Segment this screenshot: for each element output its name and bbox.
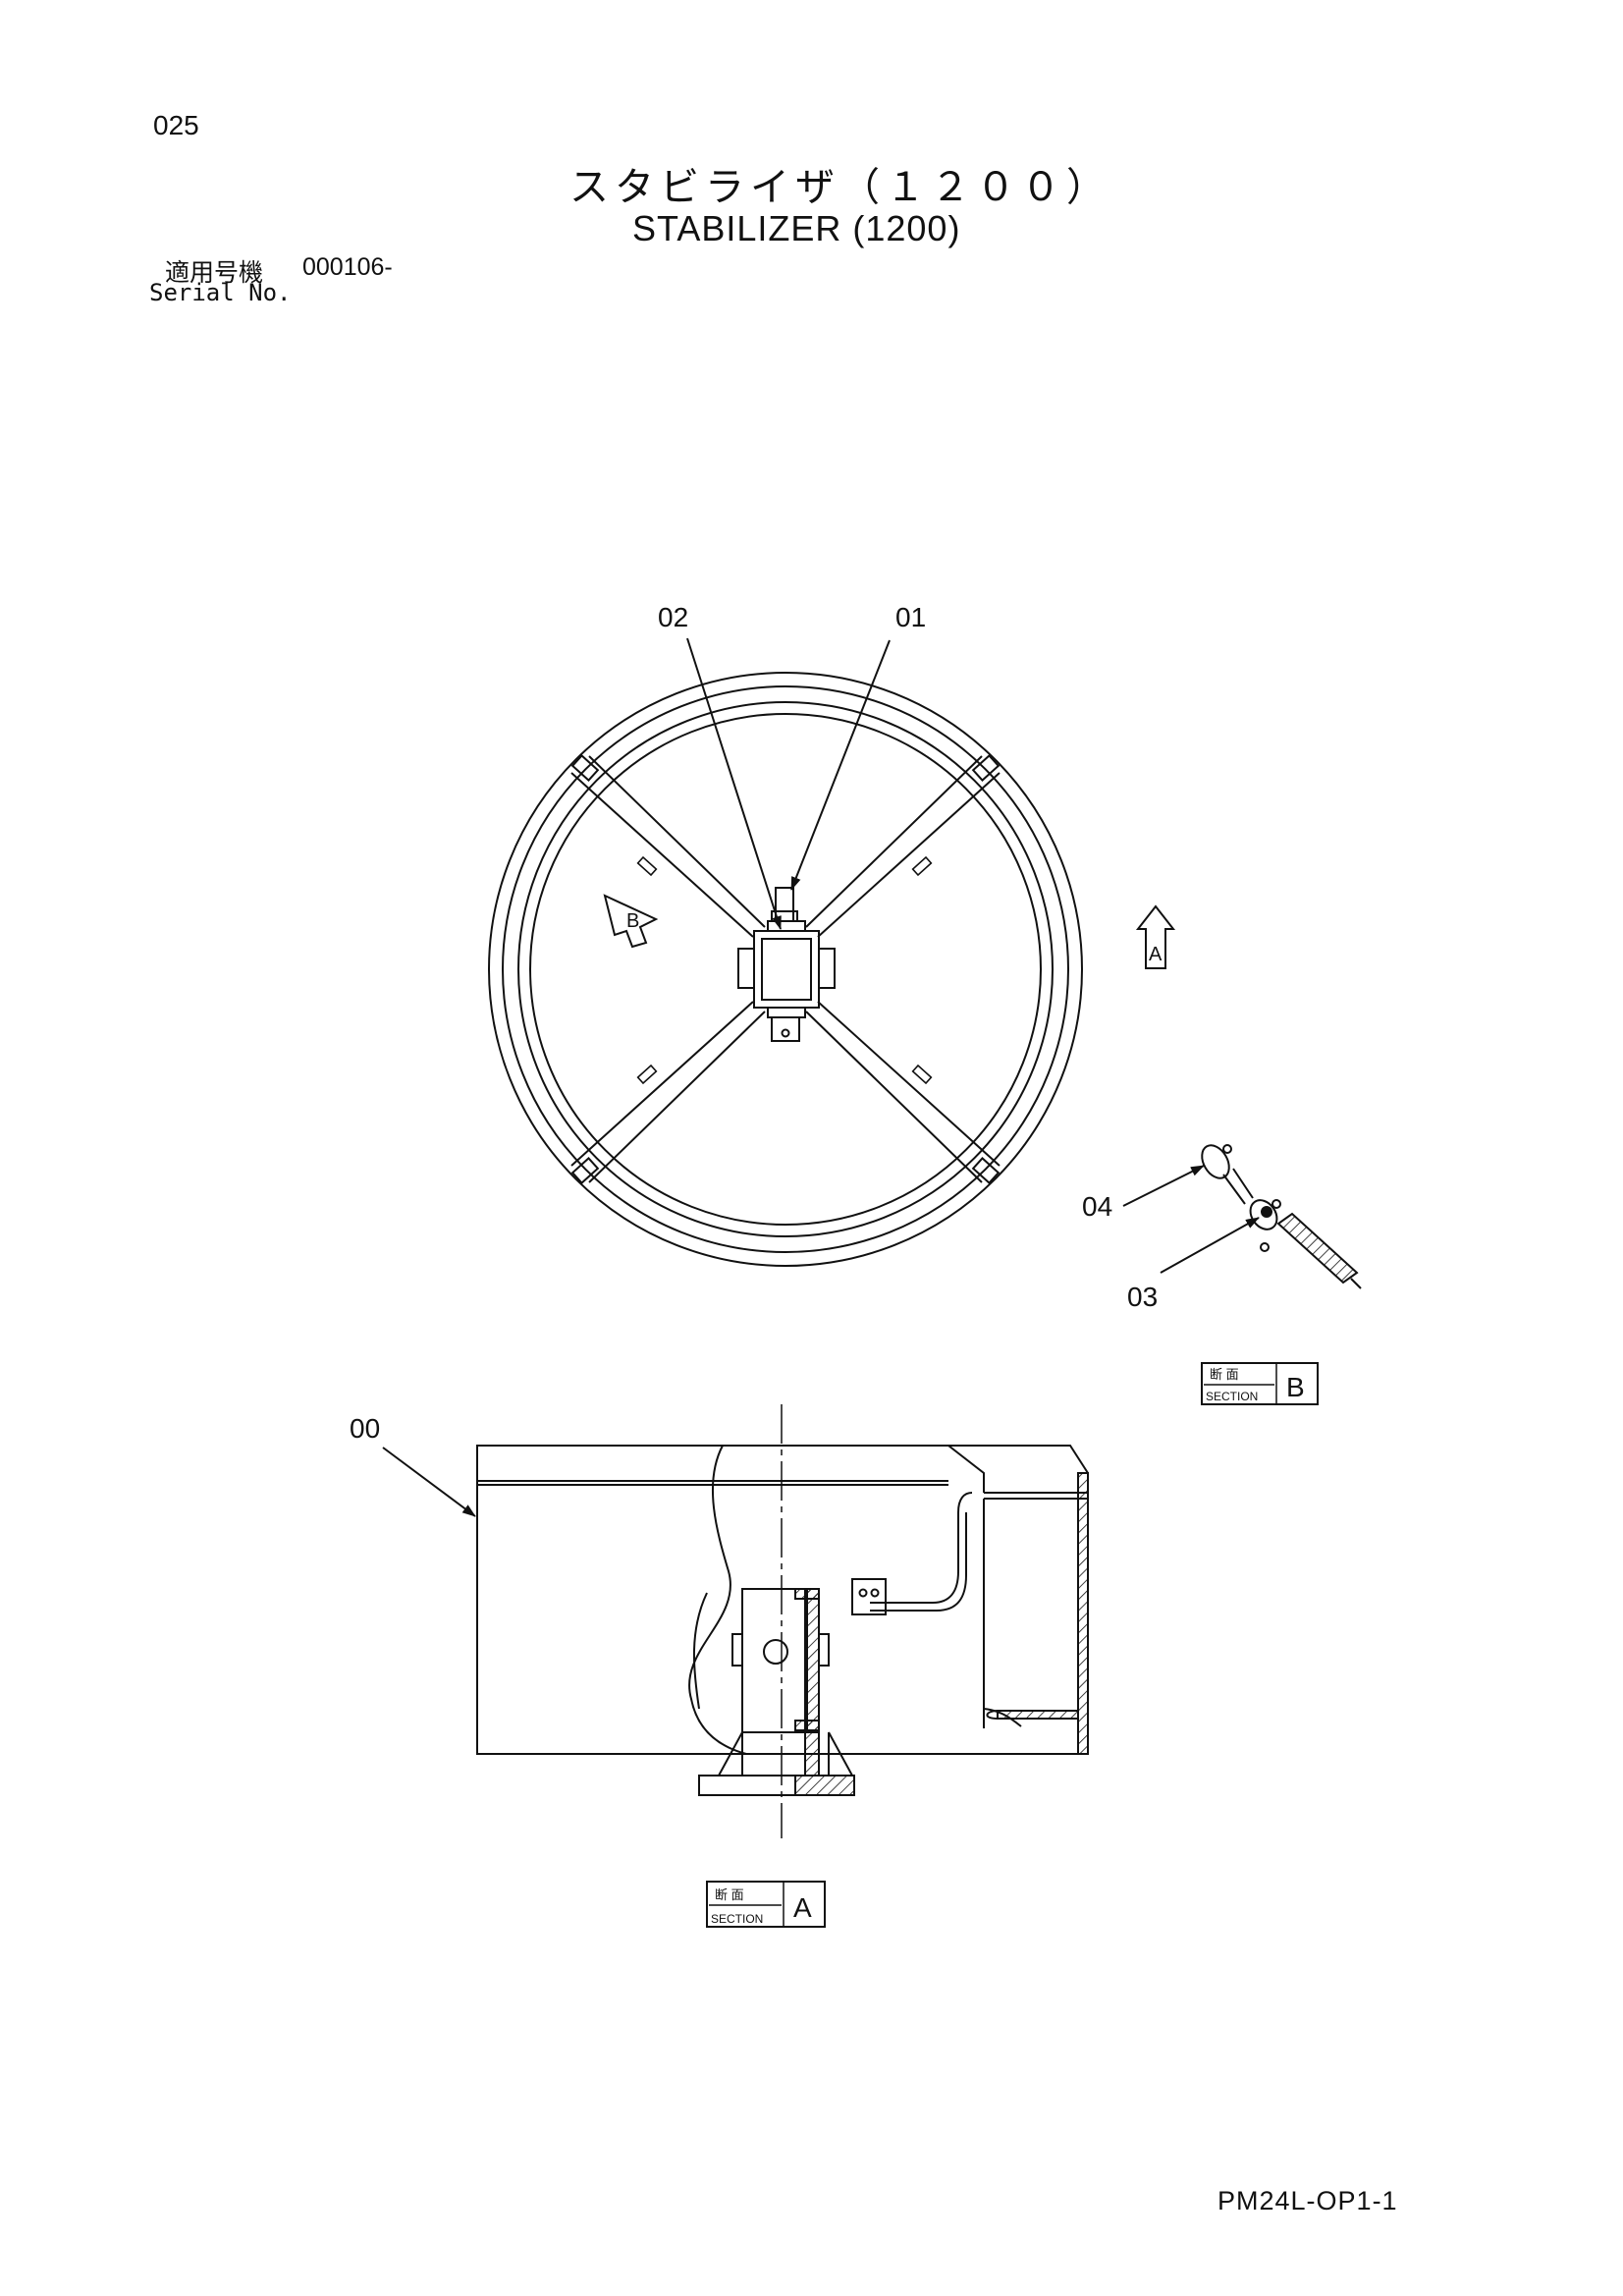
section-b-label: 断 面 SECTION B [1201, 1362, 1319, 1405]
view-marker-b: B [603, 894, 659, 949]
right-wall-hatch [1077, 1472, 1089, 1755]
callout-01: 01 [790, 602, 926, 891]
outer-ring-outer [488, 672, 1083, 1267]
inner-ring-inner [529, 713, 1042, 1226]
title-japanese: スタビライザ（１２００） [569, 165, 1111, 210]
section-a-en: SECTION [711, 1912, 763, 1926]
view-marker-b-label: B [626, 910, 639, 932]
section-b-detail [1201, 1144, 1362, 1289]
top-view [488, 672, 1083, 1267]
callout-02-label: 02 [658, 602, 688, 632]
inner-ring-outer [517, 701, 1054, 1237]
callout-03: 03 [1127, 1217, 1260, 1312]
side-view [476, 1404, 1089, 1838]
view-marker-a: A [1135, 904, 1176, 969]
serial-label-japanese: 適用号機 [165, 258, 264, 287]
pivot-hatch-top [804, 1588, 820, 1733]
callout-01-label: 01 [895, 602, 926, 632]
section-b-letter: B [1286, 1372, 1305, 1402]
section-b-jp: 断 面 [1210, 1367, 1239, 1382]
base-plate-hatch [794, 1775, 855, 1796]
outer-ring-inner [502, 685, 1069, 1253]
callout-03-label: 03 [1127, 1282, 1158, 1312]
section-b-en: SECTION [1206, 1390, 1258, 1403]
callout-02: 02 [658, 602, 782, 930]
serial-value: 000106- [302, 253, 393, 281]
central-hub [737, 887, 836, 1042]
lower-plate-hatch [997, 1710, 1079, 1720]
section-a-jp: 断 面 [715, 1887, 744, 1902]
spokes [570, 755, 1001, 1183]
callout-00: 00 [350, 1413, 476, 1517]
view-marker-a-label: A [1149, 944, 1163, 965]
callout-04-label: 04 [1082, 1191, 1112, 1222]
spoke-tabs [636, 855, 933, 1085]
section-a-letter: A [793, 1892, 812, 1923]
callout-00-label: 00 [350, 1413, 380, 1444]
serial-label-english: Serial No. [149, 279, 292, 306]
callout-04: 04 [1082, 1165, 1205, 1222]
wire-rope [1276, 1212, 1359, 1285]
spoke-brackets [570, 754, 1001, 1184]
section-a-label: 断 面 SECTION A [706, 1881, 826, 1928]
document-code: PM24L-OP1-1 [1217, 2186, 1398, 2215]
page-number: 025 [153, 110, 199, 140]
pivot-pin [763, 1639, 788, 1665]
title-english: STABILIZER (1200) [632, 208, 961, 248]
pivot-frame [741, 1588, 808, 1733]
side-bracket [851, 1578, 887, 1615]
